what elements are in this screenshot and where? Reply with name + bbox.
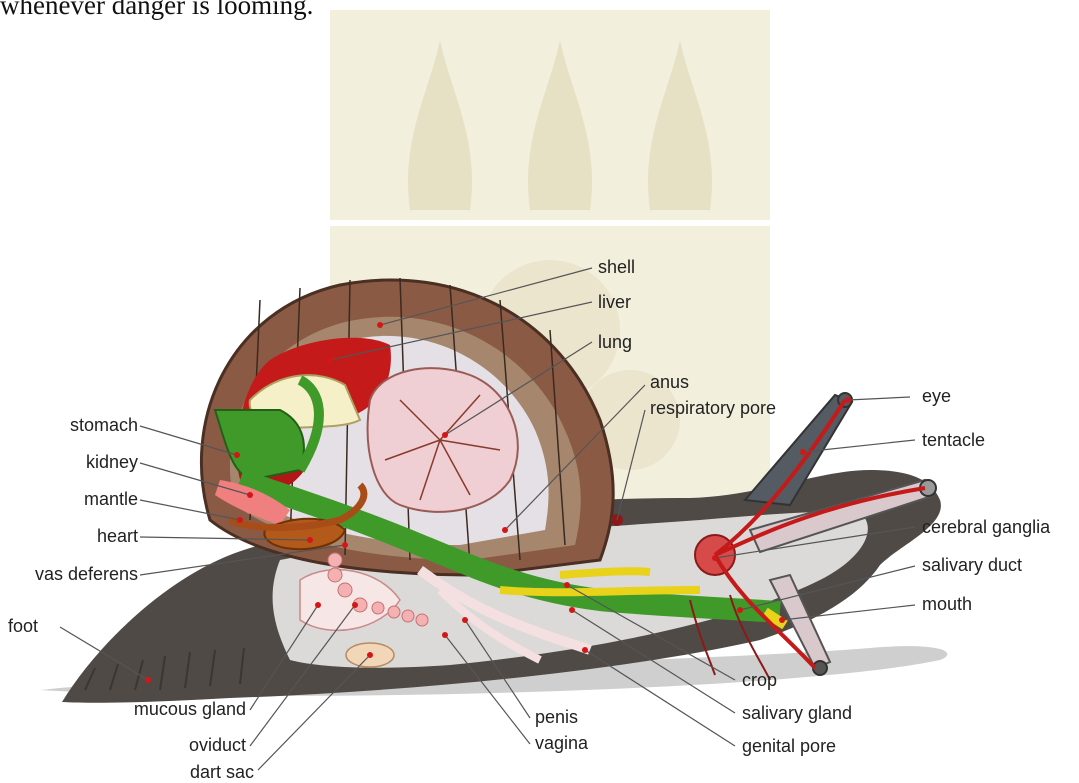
label-kidney: kidney (86, 452, 138, 472)
label-lung: lung (598, 332, 632, 352)
label-penis: penis (535, 707, 578, 727)
label-salivary-duct: salivary duct (922, 555, 1022, 575)
label-mouth: mouth (922, 594, 972, 614)
label-vagina: vagina (535, 733, 589, 753)
label-salivary-gland: salivary gland (742, 703, 852, 723)
label-liver: liver (598, 292, 631, 312)
label-dart-sac: dart sac (190, 762, 254, 782)
label-anus: anus (650, 372, 689, 392)
label-crop: crop (742, 670, 777, 690)
label-eye: eye (922, 386, 951, 406)
label-tentacle: tentacle (922, 430, 985, 450)
label-foot: foot (8, 616, 38, 636)
label-genital-pore: genital pore (742, 736, 836, 756)
label-oviduct: oviduct (189, 735, 246, 755)
label-cerebral-ganglia: cerebral ganglia (922, 517, 1051, 537)
label-stomach: stomach (70, 415, 138, 435)
label-mucous-gland: mucous gland (134, 699, 246, 719)
label-respiratory-pore: respiratory pore (650, 398, 776, 418)
label-shell: shell (598, 257, 635, 277)
label-heart: heart (97, 526, 138, 546)
label-mantle: mantle (84, 489, 138, 509)
label-vas-deferens: vas deferens (35, 564, 138, 584)
